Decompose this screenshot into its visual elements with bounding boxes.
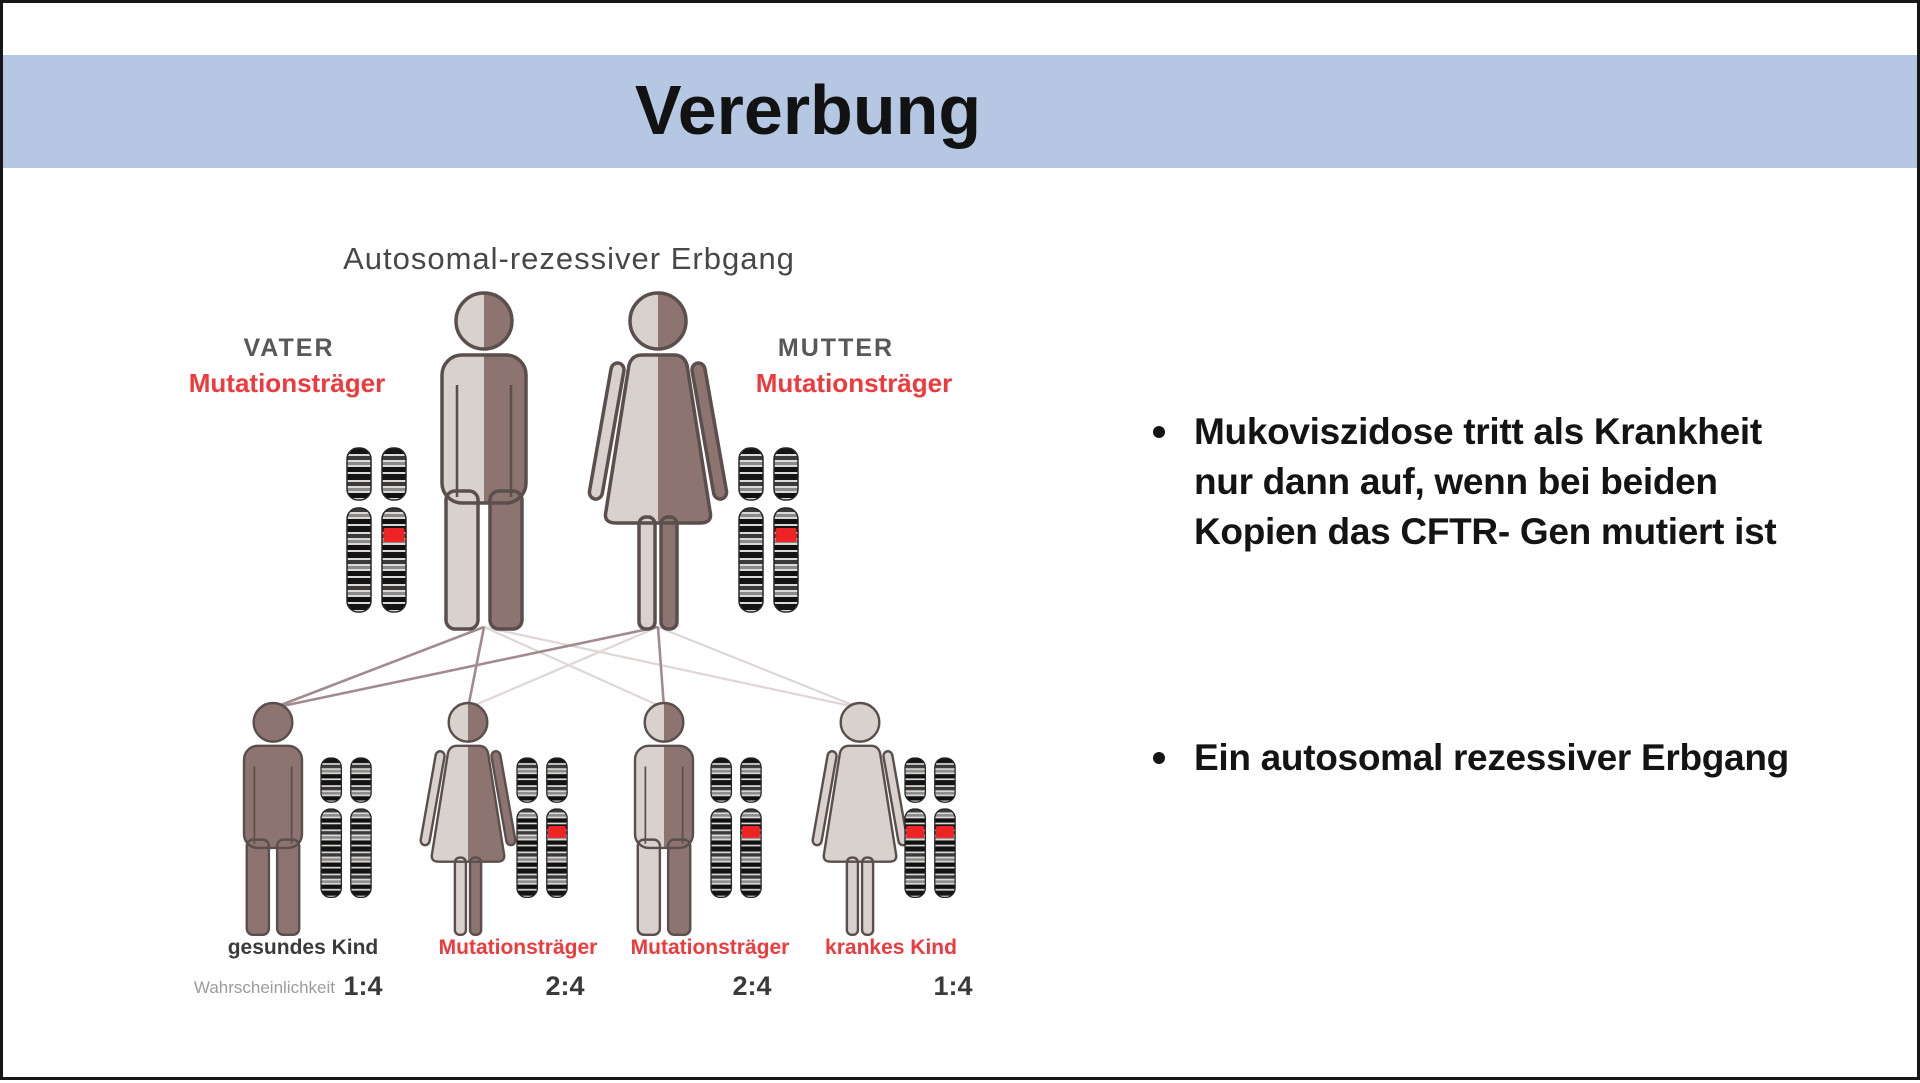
child-sick-label: krankes Kind xyxy=(825,936,957,959)
child-healthy-chromosomes xyxy=(320,757,372,899)
child-healthy-label: gesundes Kind xyxy=(228,936,379,959)
child-sick-chromosomes xyxy=(905,758,955,897)
title-bar: Vererbung xyxy=(3,55,1917,168)
child-healthy-figure xyxy=(242,701,304,937)
bullet-item-mukoviszidose: Mukoviszidose tritt als Krankheit nur da… xyxy=(1153,407,1789,557)
child-carrier1-ratio: 2:4 xyxy=(545,971,584,1001)
mother-role-label: MUTTER xyxy=(778,334,894,362)
bullet-dot xyxy=(1153,752,1165,764)
probability-label: Wahrscheinlichkeit xyxy=(194,978,335,997)
child-carrier1-label: Mutationsträger xyxy=(439,936,598,959)
bullet-text: Mukoviszidose tritt als Krankheit nur da… xyxy=(1194,407,1777,557)
inheritance-diagram: Autosomal-rezessiver Erbgang VATER Mutat… xyxy=(189,241,973,1001)
mother-status-label: Mutationsträger xyxy=(756,368,952,398)
child-carrier2-chromosomes xyxy=(710,757,761,899)
father-role-label: VATER xyxy=(243,334,334,362)
father-status-label: Mutationsträger xyxy=(189,368,385,398)
slide-title: Vererbung xyxy=(634,71,982,149)
father-figure xyxy=(440,291,528,631)
child-sick-ratio: 1:4 xyxy=(933,971,972,1001)
child-carrier2-label: Mutationsträger xyxy=(631,936,790,959)
bullet-line: Kopien das CFTR- Gen mutiert ist xyxy=(1194,511,1777,552)
mother-figure xyxy=(586,291,730,631)
bullet-list: Mukoviszidose tritt als Krankheit nur da… xyxy=(1153,407,1789,783)
inheritance-lines xyxy=(272,625,861,710)
child-carrier2-ratio: 2:4 xyxy=(732,971,771,1001)
father-chromosome-pair xyxy=(346,447,406,613)
bullet-line: nur dann auf, wenn bei beiden xyxy=(1194,461,1718,502)
mother-chromosome-pair xyxy=(738,447,798,613)
bullet-line: Ein autosomal rezessiver Erbgang xyxy=(1194,737,1789,778)
bullet-dot xyxy=(1153,426,1165,438)
child-healthy-ratio: 1:4 xyxy=(343,971,382,1001)
bullet-text: Ein autosomal rezessiver Erbgang xyxy=(1194,733,1789,783)
child-carrier1-figure xyxy=(418,701,518,937)
child-carrier2-figure xyxy=(633,701,695,937)
bullet-line: Mukoviszidose tritt als Krankheit xyxy=(1194,411,1762,452)
bullet-item-erbgang: Ein autosomal rezessiver Erbgang xyxy=(1153,733,1789,783)
child-sick-figure xyxy=(810,701,910,937)
child-carrier1-chromosomes xyxy=(516,757,567,899)
diagram-title: Autosomal-rezessiver Erbgang xyxy=(343,241,795,276)
